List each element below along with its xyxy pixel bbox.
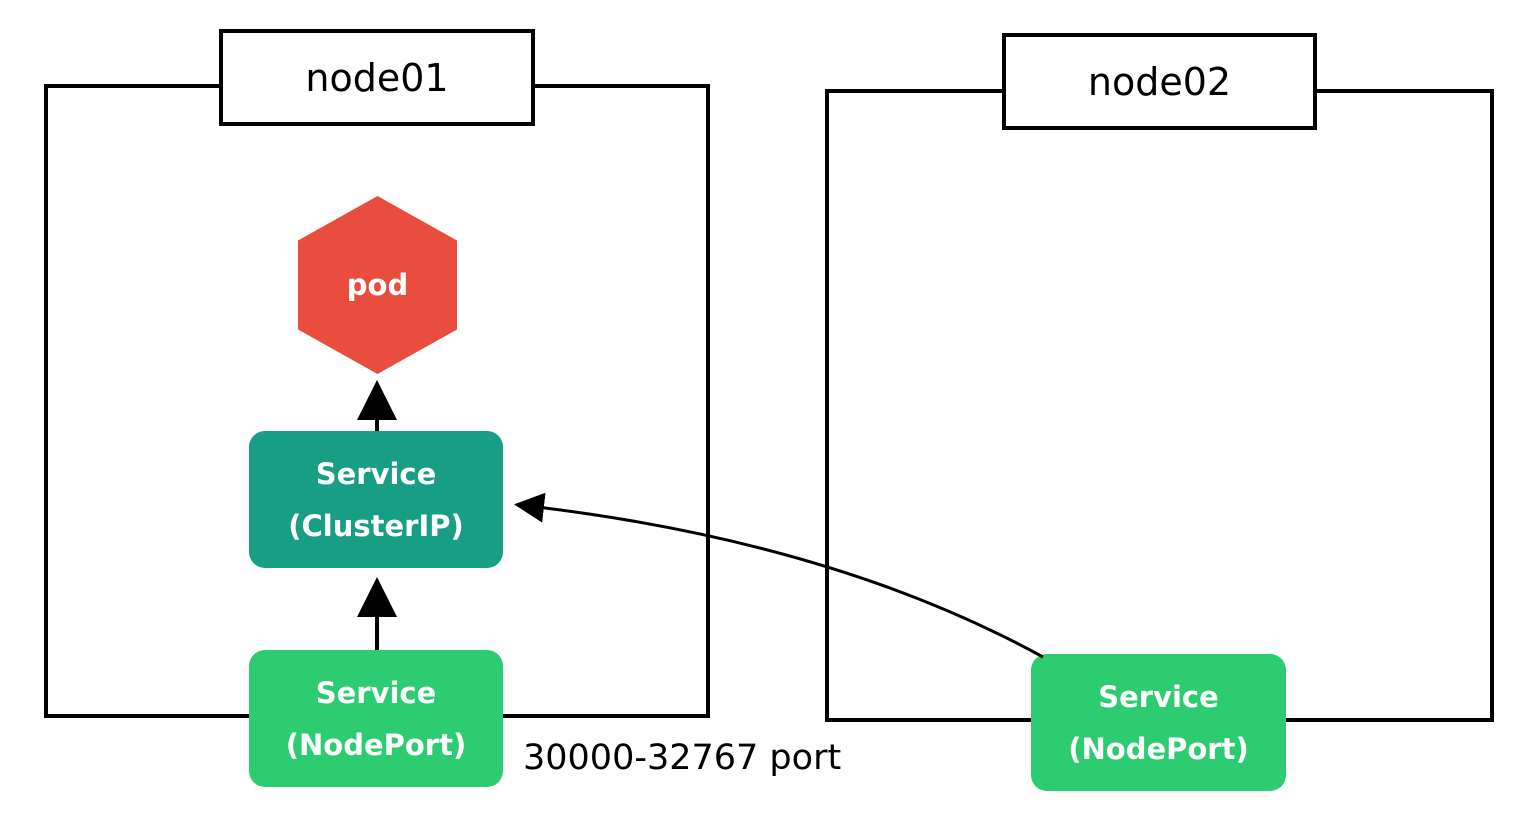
- pod-hexagon-icon: [298, 196, 457, 374]
- pod-hexagon: pod: [298, 196, 457, 374]
- service-nodeport-node02-title: Service: [1098, 679, 1219, 714]
- service-nodeport-node01: Service (NodePort): [249, 650, 503, 787]
- service-nodeport-node01-title: Service: [315, 675, 437, 710]
- service-clusterip: Service (ClusterIP): [249, 431, 503, 568]
- node01-label: node01: [219, 29, 535, 126]
- port-range-label: 30000-32767 port: [523, 738, 842, 778]
- node02-frame: [825, 89, 1494, 722]
- service-clusterip-type: (ClusterIP): [288, 508, 464, 543]
- service-clusterip-title: Service: [315, 456, 437, 491]
- node02-label: node02: [1002, 33, 1317, 130]
- service-nodeport-node02-type: (NodePort): [1068, 731, 1249, 766]
- service-nodeport-node01-type: (NodePort): [285, 727, 467, 762]
- arrow-nodeport02-to-clusterip: [514, 492, 1044, 659]
- service-nodeport-node02: Service (NodePort): [1031, 654, 1286, 791]
- pod-label: pod: [346, 268, 409, 302]
